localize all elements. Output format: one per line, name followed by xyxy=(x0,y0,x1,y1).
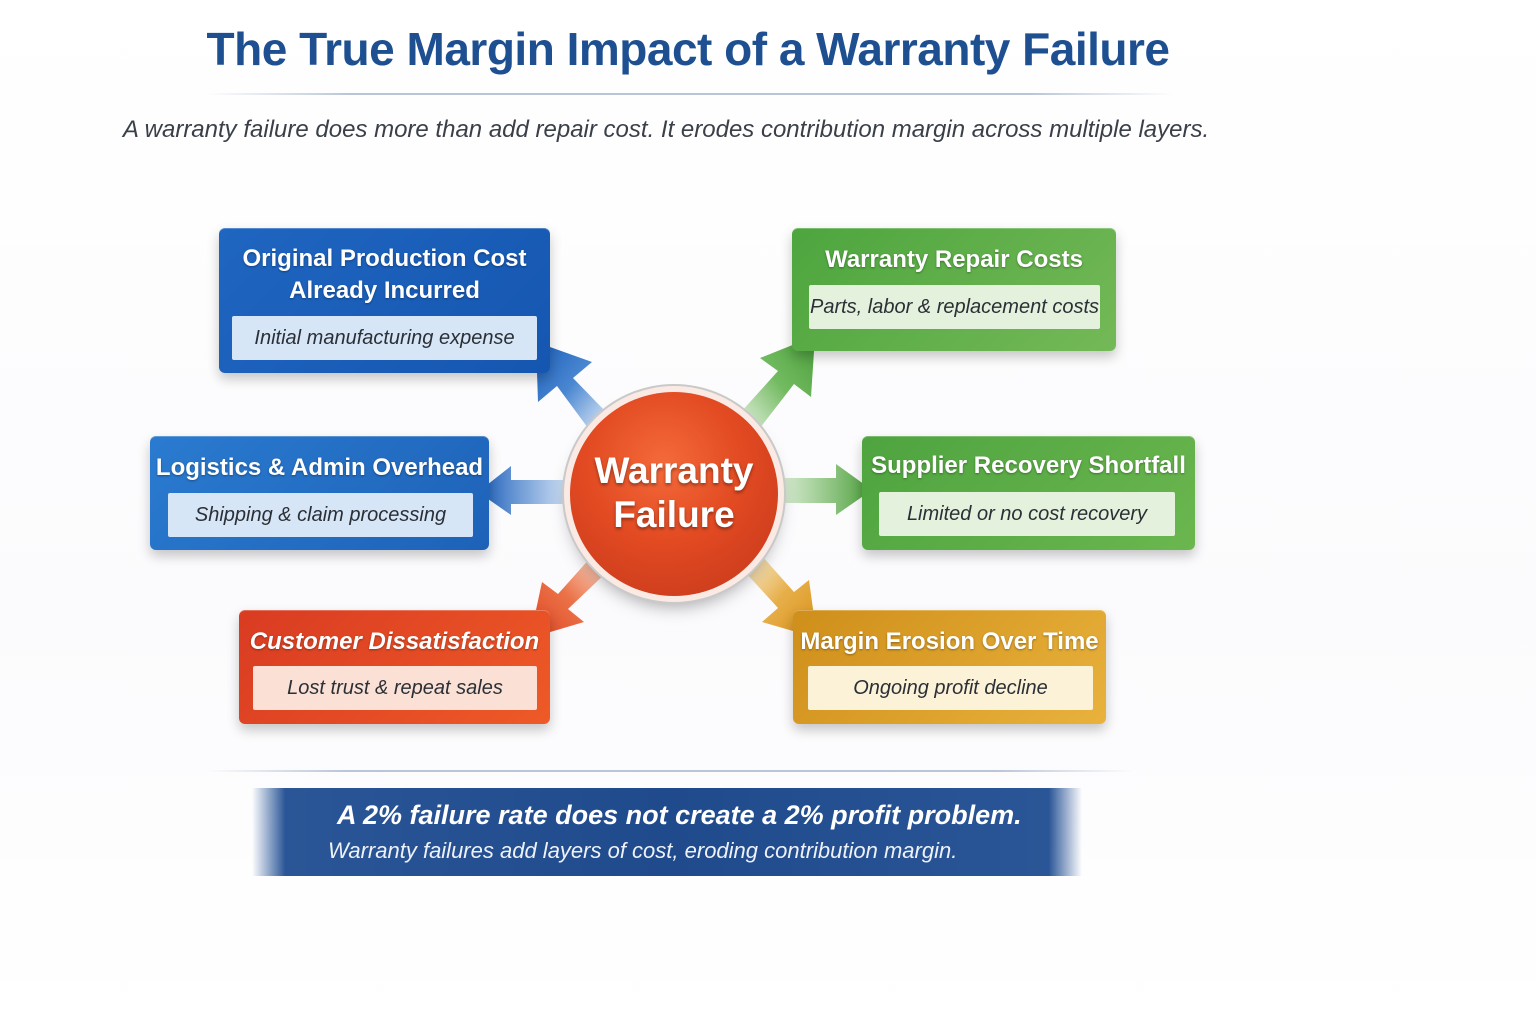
takeaway-headline: A 2% failure rate does not create a 2% p… xyxy=(337,800,1022,830)
arrow-to-logistics xyxy=(478,466,570,515)
node-supplier-title: Supplier Recovery Shortfall xyxy=(871,452,1186,479)
page-subtitle: A warranty failure does more than add re… xyxy=(122,116,1210,143)
title-divider xyxy=(205,93,1175,95)
node-production-detail: Initial manufacturing expense xyxy=(232,316,537,360)
node-erosion-title: Margin Erosion Over Time xyxy=(800,628,1099,655)
node-logistics-title: Logistics & Admin Overhead xyxy=(155,454,484,481)
node-logistics-detail: Shipping & claim processing xyxy=(168,493,473,537)
arrow-to-production xyxy=(536,342,606,428)
node-warranty-repair: Warranty Repair Costs Parts, labor & rep… xyxy=(792,228,1116,351)
node-supplier-detail: Limited or no cost recovery xyxy=(879,492,1175,536)
hub-label-line1: Warranty xyxy=(594,450,754,491)
node-logistics-overhead: Logistics & Admin Overhead Shipping & cl… xyxy=(150,436,489,550)
node-customer-dissatisfaction: Customer Dissatisfaction Lost trust & re… xyxy=(239,610,550,724)
hub-label-line2: Failure xyxy=(613,494,735,535)
node-customer-detail: Lost trust & repeat sales xyxy=(253,666,537,710)
page-title: The True Margin Impact of a Warranty Fai… xyxy=(206,23,1170,75)
node-production-title-2: Already Incurred xyxy=(289,277,480,304)
key-takeaway-banner: A 2% failure rate does not create a 2% p… xyxy=(252,788,1082,876)
node-supplier-shortfall: Supplier Recovery Shortfall Limited or n… xyxy=(862,436,1195,550)
node-margin-erosion: Margin Erosion Over Time Ongoing profit … xyxy=(793,610,1106,724)
footer-divider xyxy=(205,770,1135,772)
takeaway-note: Warranty failures add layers of cost, er… xyxy=(328,838,958,863)
node-production-cost: Original Production Cost Already Incurre… xyxy=(219,228,550,373)
arrow-to-supplier xyxy=(780,464,872,515)
hub-warranty-failure: Warranty Failure xyxy=(570,392,778,596)
node-erosion-detail: Ongoing profit decline xyxy=(808,666,1093,710)
arrow-to-repair xyxy=(741,336,815,428)
node-repair-title: Warranty Repair Costs xyxy=(825,246,1083,273)
node-repair-detail: Parts, labor & replacement costs xyxy=(809,285,1100,329)
node-production-title-1: Original Production Cost xyxy=(242,245,527,272)
node-customer-title: Customer Dissatisfaction xyxy=(249,628,540,655)
